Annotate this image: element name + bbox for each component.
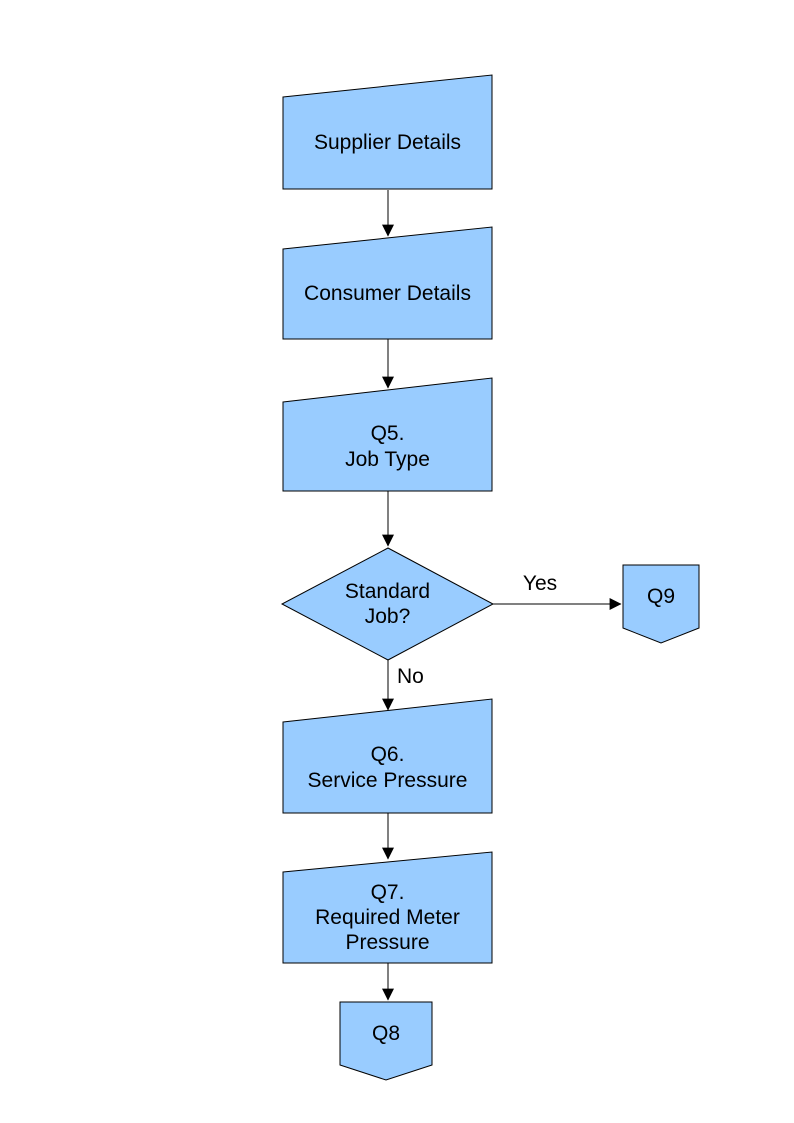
q8-offpage-connector-shape [339, 1001, 433, 1081]
supplier-details-label: Supplier Details [313, 131, 462, 154]
q7-required-meter-pressure-shape [282, 851, 493, 964]
q6-service-pressure-label: Q6. Service Pressure [307, 742, 468, 792]
q6-service-pressure-shape [282, 698, 493, 814]
q9-offpage-connector-shape [622, 564, 700, 644]
q8-offpage-connector-label: Q8 [371, 1021, 400, 1045]
q5-job-type-shape [282, 377, 493, 492]
q5-job-type-label: Q5. Job Type [345, 421, 430, 471]
consumer-details-label: Consumer Details [304, 282, 471, 305]
standard-job-decision-label: Standard Job? [344, 580, 431, 628]
consumer-details-shape [282, 226, 493, 340]
no-branch-label: No [397, 665, 424, 688]
q9-offpage-connector-label: Q9 [646, 584, 675, 608]
q7-required-meter-pressure-label: Q7. Required Meter Pressure [315, 881, 460, 954]
supplier-details-shape [282, 74, 493, 190]
yes-branch-label: Yes [522, 572, 558, 595]
